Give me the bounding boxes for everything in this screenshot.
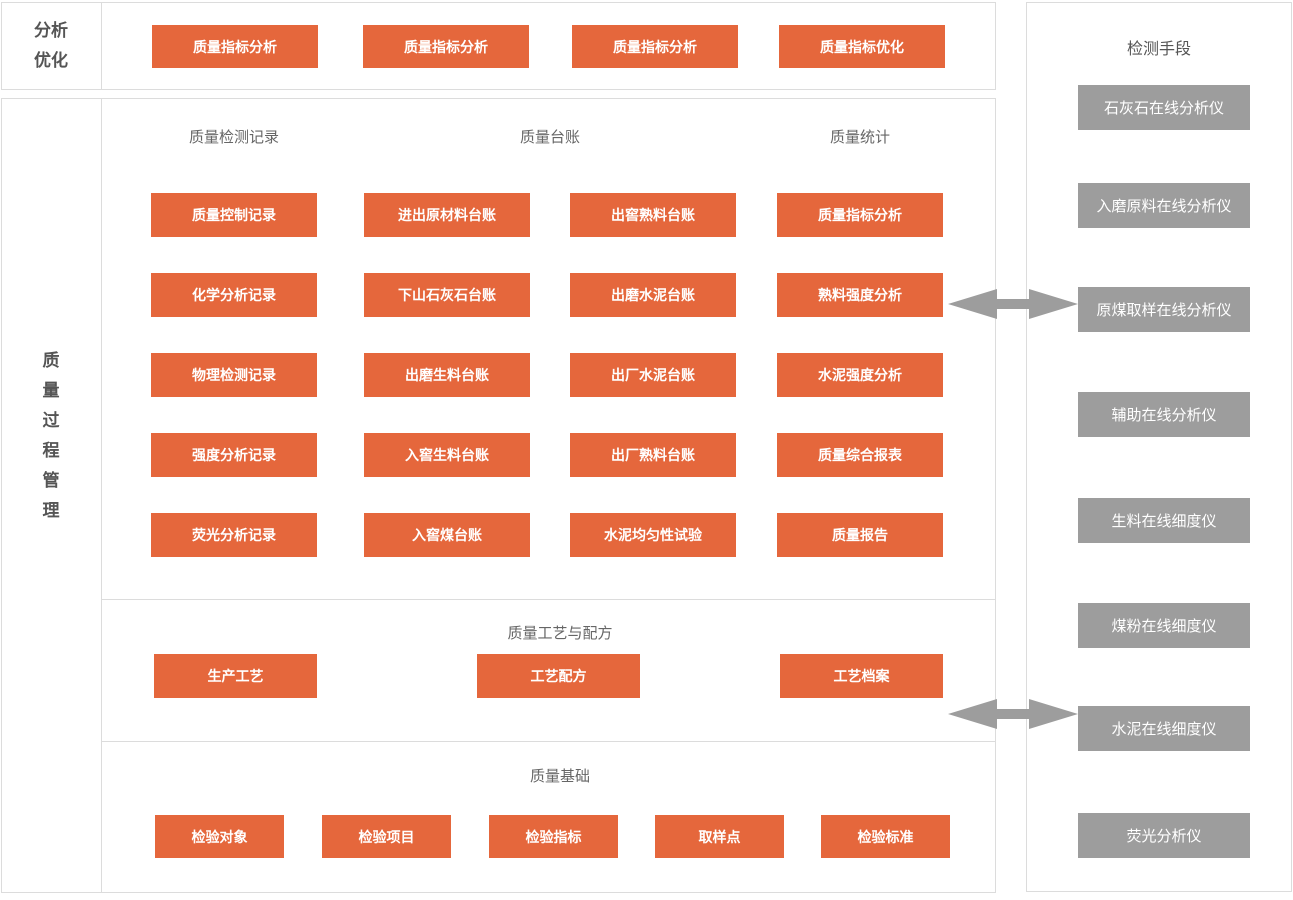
analysis-optimization-label: 分析 优化 [1,16,101,76]
ledger-module-button[interactable]: 出厂水泥台账 [570,353,736,397]
ledger-module-button[interactable]: 进出原材料台账 [364,193,530,237]
instrument-button[interactable]: 原煤取样在线分析仪 [1078,287,1250,332]
record-module-button[interactable]: 强度分析记录 [151,433,317,477]
quality-process-label-text: 质量过程管理 [42,351,60,521]
process-section-title: 质量工艺与配方 [507,624,613,642]
ledger-module-button[interactable]: 下山石灰石台账 [364,273,530,317]
quality-indicator-analysis-button[interactable]: 质量指标分析 [363,25,529,68]
ledger-module-button[interactable]: 水泥均匀性试验 [570,513,736,557]
record-module-button[interactable]: 化学分析记录 [151,273,317,317]
instrument-button[interactable]: 荧光分析仪 [1078,813,1250,858]
instrument-button[interactable]: 辅助在线分析仪 [1078,392,1250,437]
base-module-button[interactable]: 检验标准 [821,815,950,858]
base-module-button[interactable]: 检验项目 [322,815,451,858]
ledger-module-button[interactable]: 出窖熟料台账 [570,193,736,237]
base-section-title: 质量基础 [529,767,591,785]
instrument-button[interactable]: 煤粉在线细度仪 [1078,603,1250,648]
statistics-module-button[interactable]: 质量指标分析 [777,193,943,237]
instrument-button[interactable]: 入磨原料在线分析仪 [1078,183,1250,228]
instrument-button[interactable]: 生料在线细度仪 [1078,498,1250,543]
section-divider [102,741,996,742]
double-arrow-icon [948,289,1078,319]
records-section-header: 质量检测记录 [188,128,280,146]
panel-divider [101,99,102,892]
process-module-button[interactable]: 工艺配方 [477,654,640,698]
process-module-button[interactable]: 工艺档案 [780,654,943,698]
statistics-module-button[interactable]: 熟料强度分析 [777,273,943,317]
process-module-button[interactable]: 生产工艺 [154,654,317,698]
instrument-button[interactable]: 石灰石在线分析仪 [1078,85,1250,130]
panel-divider [101,3,102,89]
ledger-module-button[interactable]: 出磨生料台账 [364,353,530,397]
ledger-module-button[interactable]: 出厂熟料台账 [570,433,736,477]
statistics-module-button[interactable]: 质量报告 [777,513,943,557]
quality-indicator-optimization-button[interactable]: 质量指标优化 [779,25,945,68]
instrument-button[interactable]: 水泥在线细度仪 [1078,706,1250,751]
quality-indicator-analysis-button[interactable]: 质量指标分析 [152,25,318,68]
base-module-button[interactable]: 取样点 [655,815,784,858]
statistics-module-button[interactable]: 水泥强度分析 [777,353,943,397]
ledger-module-button[interactable]: 入窖生料台账 [364,433,530,477]
statistics-section-header: 质量统计 [829,128,891,146]
double-arrow-icon [948,699,1078,729]
record-module-button[interactable]: 质量控制记录 [151,193,317,237]
base-module-button[interactable]: 检验指标 [489,815,618,858]
analysis-label-line1: 分析 [34,21,68,41]
section-divider [102,599,996,600]
statistics-module-button[interactable]: 质量综合报表 [777,433,943,477]
record-module-button[interactable]: 荧光分析记录 [151,513,317,557]
ledger-section-header: 质量台账 [519,128,581,146]
quality-process-label: 质量过程管理 [1,346,101,526]
ledger-module-button[interactable]: 入窖煤台账 [364,513,530,557]
base-module-button[interactable]: 检验对象 [155,815,284,858]
detection-panel [1026,2,1292,892]
record-module-button[interactable]: 物理检测记录 [151,353,317,397]
ledger-module-button[interactable]: 出磨水泥台账 [570,273,736,317]
quality-indicator-analysis-button[interactable]: 质量指标分析 [572,25,738,68]
detection-panel-title: 检测手段 [1126,39,1192,58]
analysis-label-line2: 优化 [34,51,68,71]
